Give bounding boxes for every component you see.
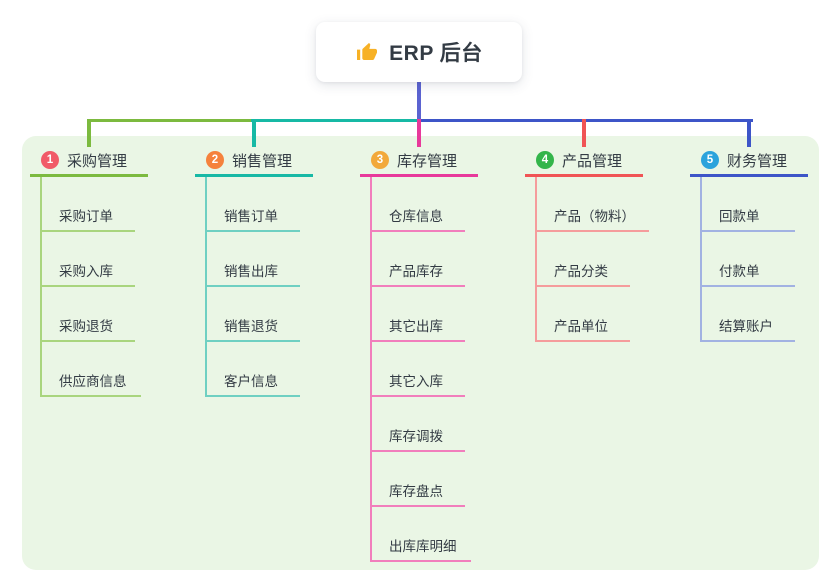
connector-line [87, 119, 254, 122]
child-node[interactable]: 销售订单 [207, 177, 300, 232]
child-node[interactable]: 仓库信息 [372, 177, 465, 232]
connector-line [417, 119, 421, 147]
child-node[interactable]: 出库库明细 [372, 507, 471, 562]
branch-node[interactable]: 2 销售管理 [195, 146, 313, 177]
connector-line [582, 119, 586, 147]
child-node[interactable]: 其它出库 [372, 287, 465, 342]
child-node[interactable]: 库存调拨 [372, 397, 465, 452]
branch-node[interactable]: 5 财务管理 [690, 146, 808, 177]
child-node[interactable]: 回款单 [702, 177, 795, 232]
child-node[interactable]: 其它入库 [372, 342, 465, 397]
connector-line [747, 119, 751, 147]
root-node[interactable]: ERP 后台 [316, 22, 522, 82]
branch-children: 采购订单采购入库采购退货供应商信息 [40, 177, 190, 397]
connector-line [417, 82, 421, 122]
branch-children: 回款单付款单结算账户 [700, 177, 839, 342]
branch-children: 仓库信息产品库存其它出库其它入库库存调拨库存盘点出库库明细 [370, 177, 520, 562]
branch-children: 销售订单销售出库销售退货客户信息 [205, 177, 355, 397]
child-node[interactable]: 产品（物料） [537, 177, 649, 232]
branch-number-badge: 2 [206, 151, 224, 169]
mindmap-panel [22, 136, 819, 570]
branch-node[interactable]: 4 产品管理 [525, 146, 643, 177]
connector-line [252, 119, 256, 147]
root-label: ERP 后台 [389, 42, 483, 65]
branch-number-badge: 3 [371, 151, 389, 169]
branch-column: 3 库存管理仓库信息产品库存其它出库其它入库库存调拨库存盘点出库库明细 [360, 146, 520, 562]
child-node[interactable]: 销售出库 [207, 232, 300, 287]
branch-label: 销售管理 [232, 152, 293, 170]
child-node[interactable]: 库存盘点 [372, 452, 465, 507]
branch-label: 产品管理 [562, 152, 623, 170]
child-node[interactable]: 销售退货 [207, 287, 300, 342]
branch-number-badge: 5 [701, 151, 719, 169]
child-node[interactable]: 供应商信息 [42, 342, 141, 397]
child-node[interactable]: 采购订单 [42, 177, 135, 232]
branch-number-badge: 4 [536, 151, 554, 169]
branch-number-badge: 1 [41, 151, 59, 169]
branch-node[interactable]: 3 库存管理 [360, 146, 478, 177]
thumbs-up-icon [355, 40, 379, 64]
branch-column: 2 销售管理销售订单销售出库销售退货客户信息 [195, 146, 355, 397]
child-node[interactable]: 采购退货 [42, 287, 135, 342]
child-node[interactable]: 产品分类 [537, 232, 630, 287]
branch-column: 5 财务管理回款单付款单结算账户 [690, 146, 839, 342]
branch-label: 库存管理 [397, 152, 458, 170]
child-node[interactable]: 结算账户 [702, 287, 795, 342]
child-node[interactable]: 产品单位 [537, 287, 630, 342]
connector-line [87, 119, 91, 147]
branch-label: 采购管理 [67, 152, 128, 170]
branch-label: 财务管理 [727, 152, 788, 170]
connector-line [251, 119, 419, 122]
branch-node[interactable]: 1 采购管理 [30, 146, 148, 177]
branch-column: 1 采购管理采购订单采购入库采购退货供应商信息 [30, 146, 190, 397]
child-node[interactable]: 客户信息 [207, 342, 300, 397]
child-node[interactable]: 付款单 [702, 232, 795, 287]
child-node[interactable]: 采购入库 [42, 232, 135, 287]
branch-column: 4 产品管理产品（物料）产品分类产品单位 [525, 146, 685, 342]
child-node[interactable]: 产品库存 [372, 232, 465, 287]
branch-children: 产品（物料）产品分类产品单位 [535, 177, 685, 342]
